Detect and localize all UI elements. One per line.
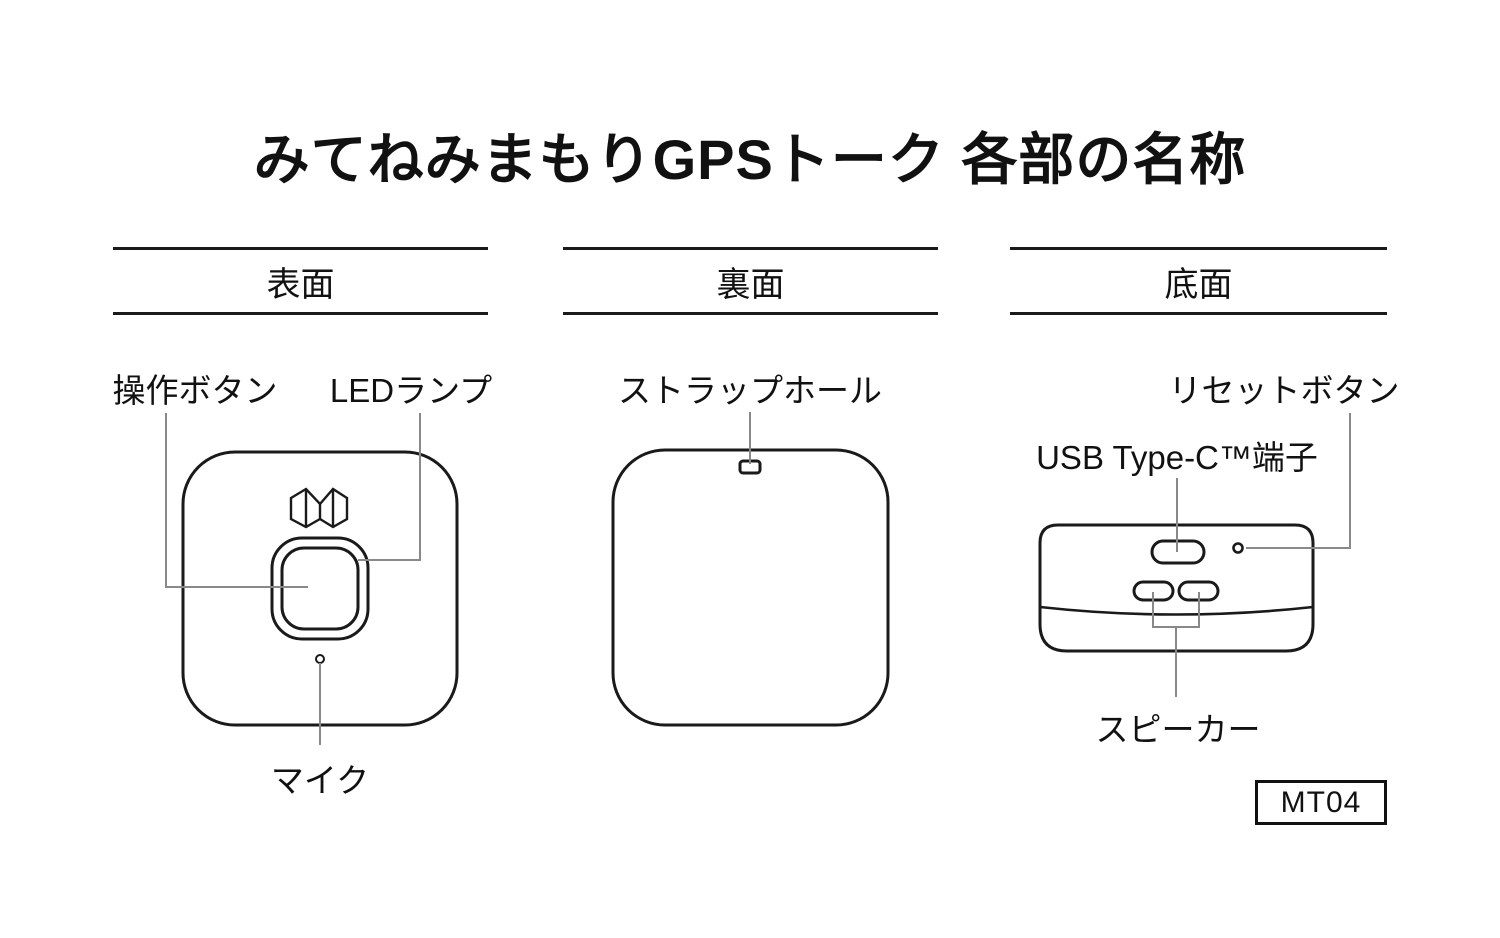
section-header-back: 裏面 [563, 247, 938, 315]
leader-operation-button [165, 413, 308, 588]
leader-speaker-bracket [1152, 592, 1200, 628]
section-header-front: 表面 [113, 247, 488, 315]
section-header-back-label: 裏面 [716, 265, 785, 304]
label-operation-button: 操作ボタン [112, 372, 278, 409]
bottom-leader-lines [1152, 413, 1351, 697]
page-title: みてねみまもりGPSトーク 各部の名称 [253, 128, 1247, 191]
label-usb-port: USB Type-C™端子 [1036, 439, 1318, 476]
label-strap-hole: ストラップホール [618, 372, 882, 409]
front-leader-lines [165, 413, 421, 745]
leader-reset [1246, 413, 1351, 549]
back-device [611, 448, 890, 727]
label-speaker: スピーカー [1095, 711, 1261, 748]
mic-hole [315, 654, 325, 664]
section-header-front-label: 表面 [266, 265, 335, 304]
label-reset-button: リセットボタン [1168, 372, 1400, 409]
bottom-device-seam [1039, 605, 1314, 616]
talk-button-outer-ring [270, 536, 370, 641]
section-header-bottom: 底面 [1010, 247, 1387, 315]
mitene-logo-icon [289, 487, 349, 529]
section-header-bottom-label: 底面 [1164, 265, 1233, 304]
label-microphone: マイク [270, 762, 370, 799]
model-badge: MT04 [1255, 780, 1387, 825]
bottom-device [1038, 523, 1315, 653]
talk-button-inner [280, 546, 360, 631]
leader-led-lamp [358, 413, 421, 561]
label-led-lamp: LEDランプ [329, 372, 493, 409]
back-device-outline [611, 448, 890, 727]
bottom-device-outline [1038, 523, 1315, 653]
reset-hole [1232, 542, 1244, 554]
